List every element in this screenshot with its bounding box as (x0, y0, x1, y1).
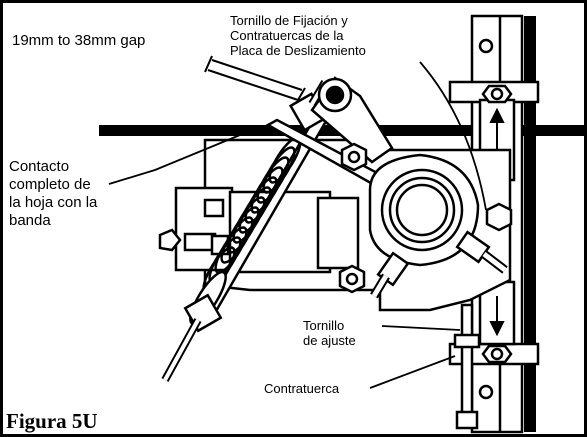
top-label-line: Contratuercas de la (230, 28, 344, 43)
contact-label-line: banda (9, 212, 51, 229)
locknut-label: Contratuerca (264, 381, 340, 396)
contact-label-line: Contacto (9, 158, 70, 175)
adjusting-screw (453, 303, 481, 430)
top-label-line: Placa de Deslizamiento (230, 43, 366, 58)
gap-label: 19mm to 38mm gap (12, 32, 146, 49)
mounting-plate (524, 16, 536, 432)
top-label-line: Tornillo de Fijación y (230, 13, 348, 28)
screw-label: Tornillo de ajuste (303, 318, 356, 348)
pivot-hub (368, 153, 480, 267)
blade-arm (265, 76, 402, 197)
adjuster-screws (370, 230, 508, 299)
contact-label-line: la hoja con la (9, 194, 98, 211)
leader-lines (108, 61, 487, 389)
contact-label: Contacto completo de la hoja con la band… (9, 158, 97, 230)
screw-label-line: Tornillo (303, 318, 345, 333)
direction-arrows (489, 107, 505, 337)
clamp-bolts (481, 84, 513, 364)
housing-hex-nuts (338, 142, 513, 294)
screw-label-line: de ajuste (303, 333, 356, 348)
contact-label-line: completo de (9, 176, 91, 193)
figure-title: Figura 5U (6, 409, 98, 433)
spring-assembly (203, 116, 327, 314)
gap-dimension (204, 55, 306, 101)
top-label: Tornillo de Fijación y Contratuercas de … (230, 13, 366, 58)
